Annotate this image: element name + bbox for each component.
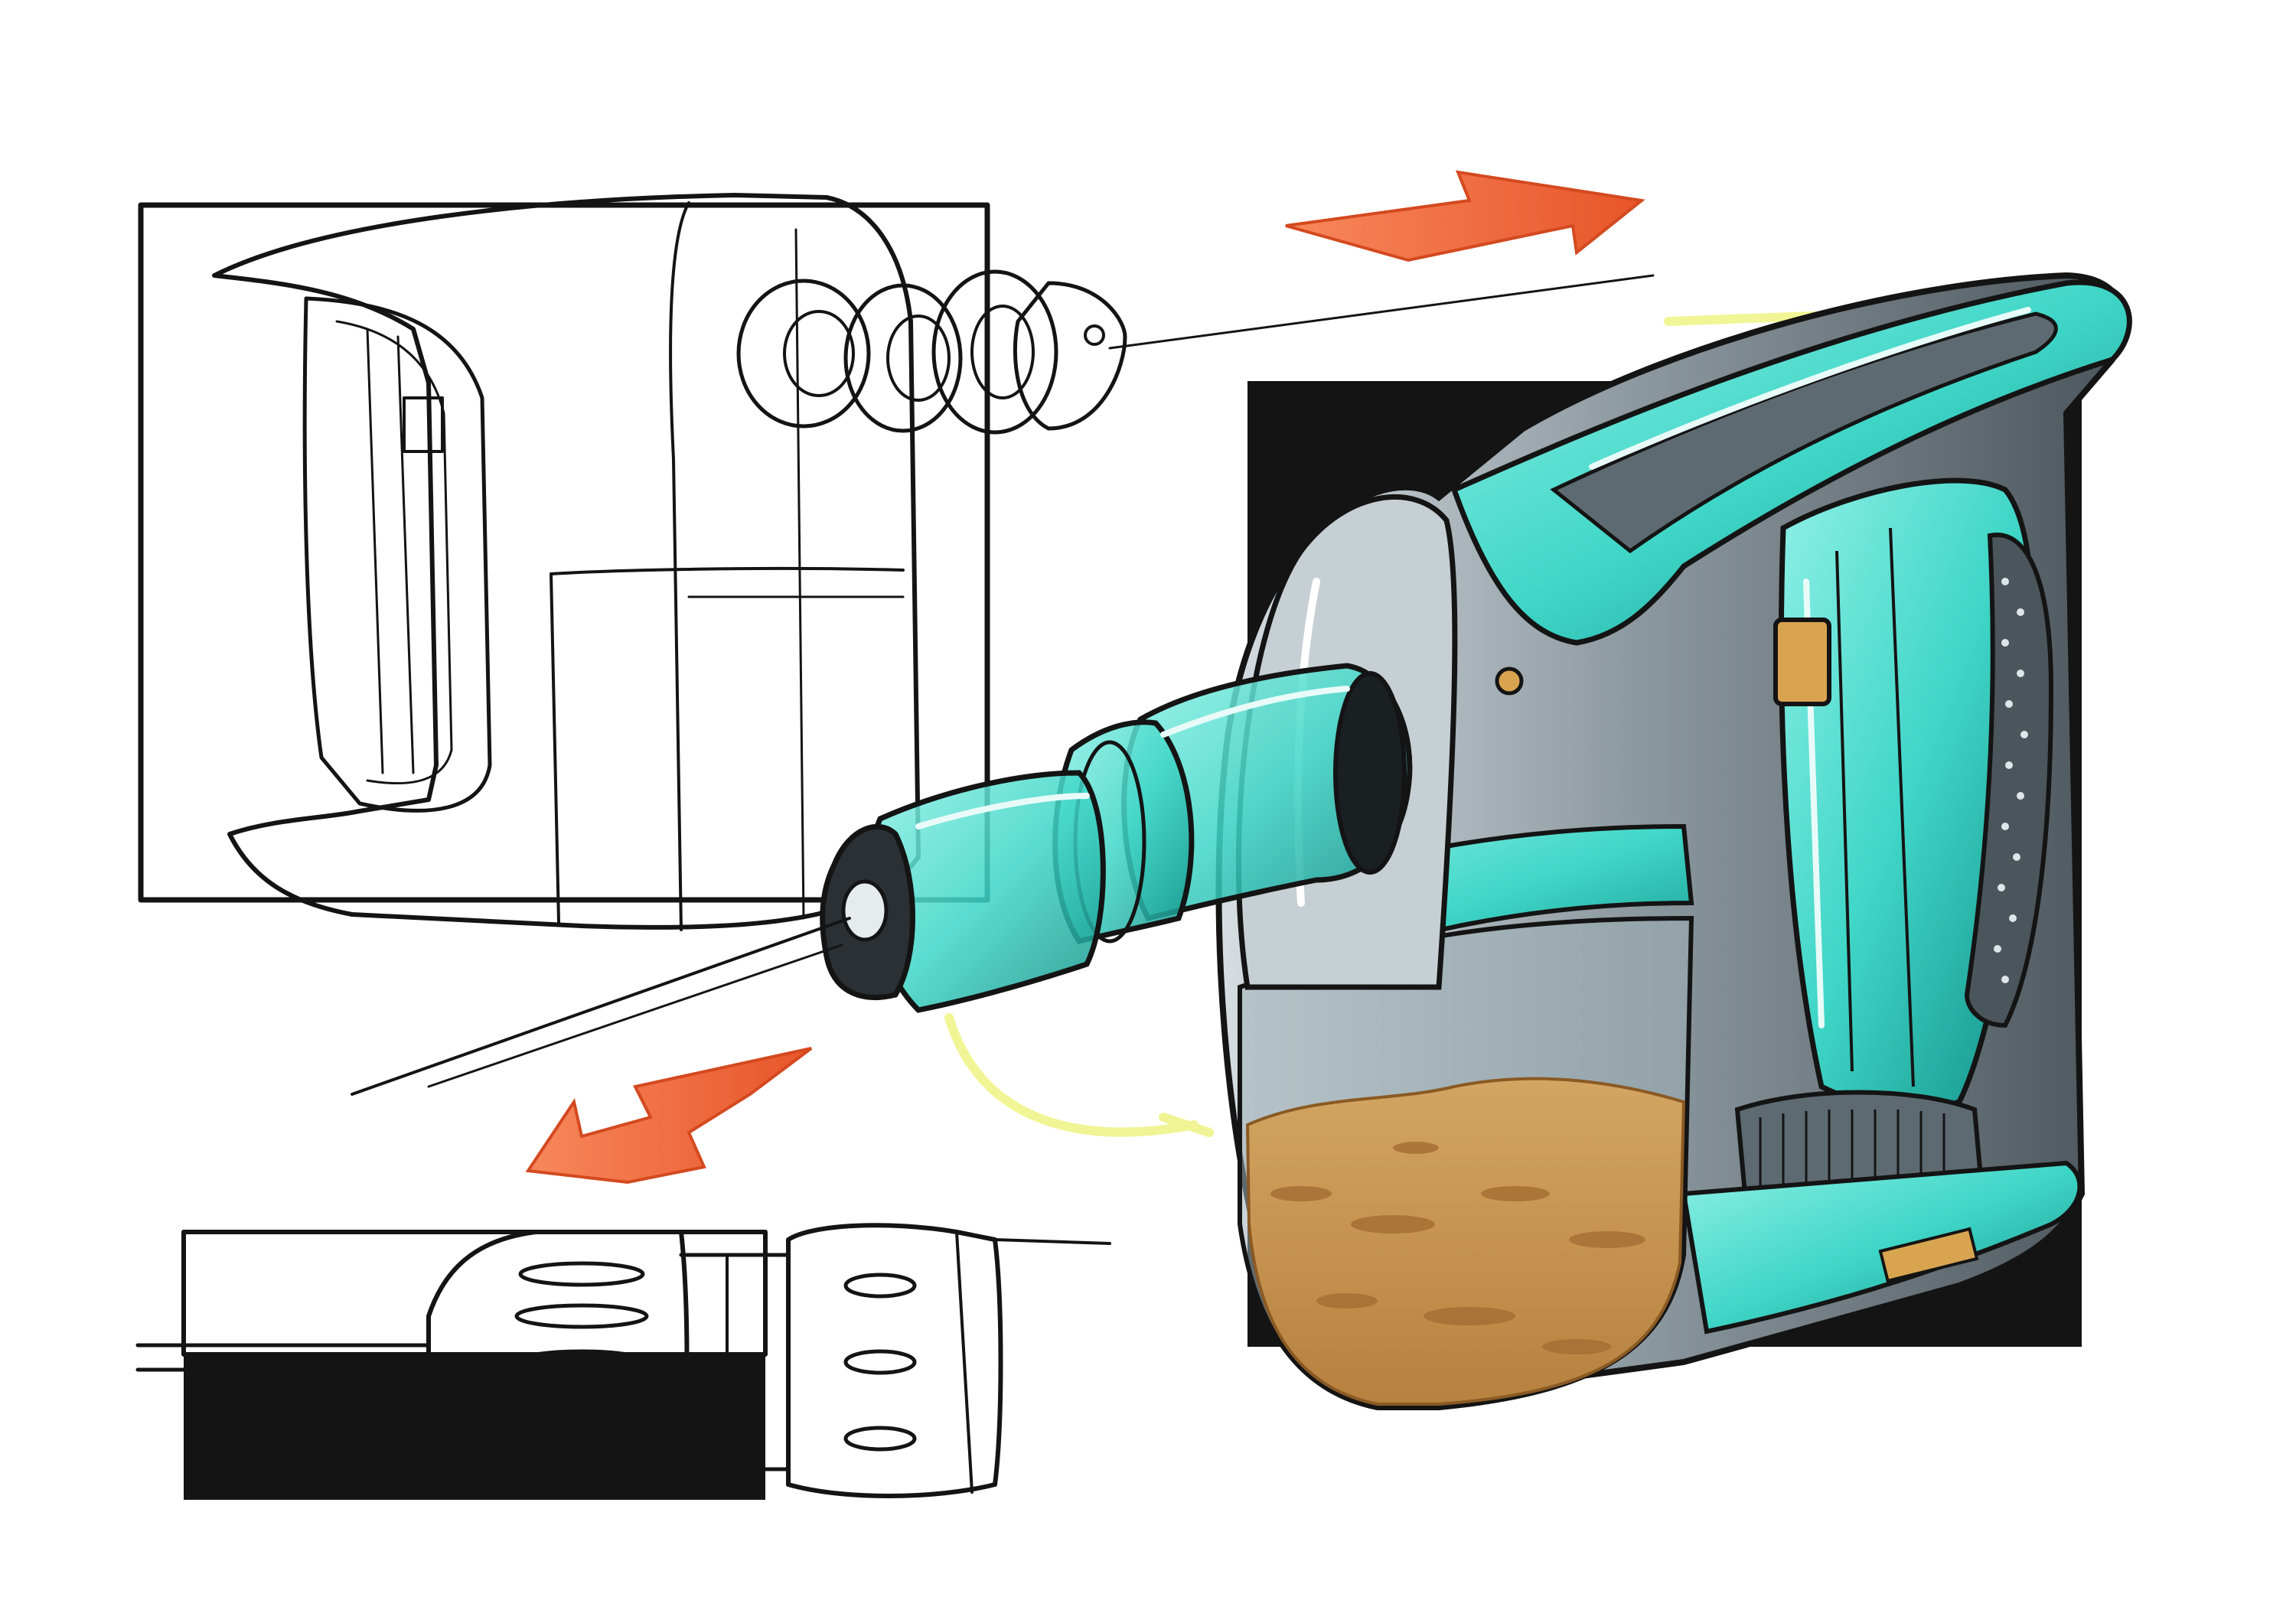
marker-arrow-icon-down-left <box>525 1047 813 1185</box>
front-view-body-outline <box>212 193 921 930</box>
render-lower-trim <box>1681 1160 2082 1335</box>
nozzle-attachment <box>351 663 1413 1096</box>
front-view-nozzle-disc-3 <box>931 269 1058 435</box>
front-view-nozzle-disc-2 <box>843 283 963 433</box>
nozzle-axis-line <box>351 917 851 1096</box>
side-detail-collar <box>786 1223 1003 1498</box>
side-detail-sketch <box>135 1223 1111 1500</box>
front-view-nozzle-disc-1 <box>736 279 871 429</box>
side-detail-shadow <box>184 1354 765 1500</box>
render-base-badge <box>1878 1227 1979 1283</box>
front-view-axis-line <box>1108 274 1655 350</box>
front-view-handle-opening <box>302 296 492 813</box>
render-grip-texture <box>1964 533 2054 1028</box>
marker-arrow-icon-right <box>1285 170 1645 262</box>
front-view-sketch <box>138 193 1655 931</box>
front-view-nozzle-tip <box>1013 281 1127 431</box>
render-dust-contents <box>1245 1077 1686 1406</box>
vacuum-render <box>1215 272 2132 1410</box>
render-screw <box>1495 666 1524 696</box>
front-view-trigger <box>403 396 444 453</box>
side-detail-cap-body <box>426 1230 690 1487</box>
render-power-button <box>1773 618 1831 706</box>
render-top-handle-window <box>1550 311 2058 554</box>
side-detail-shaft <box>135 1343 431 1372</box>
